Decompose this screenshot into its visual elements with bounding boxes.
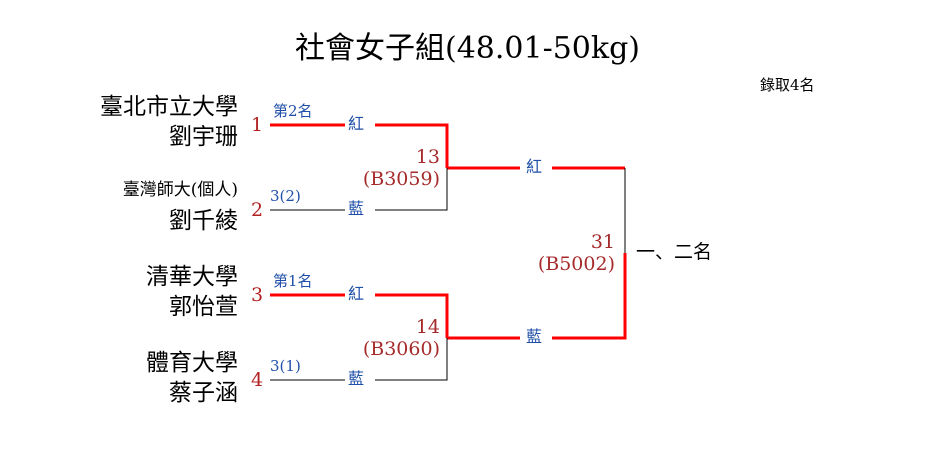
red-corner-label: 紅 bbox=[526, 157, 543, 176]
team-name: 體育大學 bbox=[146, 350, 238, 376]
line-seed1 bbox=[270, 123, 449, 168]
match-code: (B5002) bbox=[537, 253, 615, 275]
match-number: 14 bbox=[415, 316, 440, 338]
placement-note: 3(1) bbox=[270, 357, 301, 375]
athlete-name: 劉千綾 bbox=[169, 208, 238, 234]
page-title: 社會女子組(48.01-50kg) bbox=[295, 31, 640, 66]
placement-note: 3(2) bbox=[270, 187, 301, 205]
line-seed3 bbox=[270, 293, 449, 338]
seed-number: 4 bbox=[251, 369, 264, 391]
match-number: 31 bbox=[590, 231, 615, 253]
quota-label: 錄取4名 bbox=[760, 76, 815, 94]
blue-corner-label: 藍 bbox=[348, 369, 365, 388]
final-placement-label: 一、二名 bbox=[636, 241, 713, 263]
line-seed4 bbox=[270, 338, 448, 381]
team-name: 臺北市立大學 bbox=[100, 94, 238, 120]
placement-note: 第1名 bbox=[273, 272, 313, 290]
match-number: 13 bbox=[415, 146, 440, 168]
red-corner-label: 紅 bbox=[348, 284, 365, 303]
line-match14-win bbox=[447, 253, 627, 340]
athlete-name: 蔡子涵 bbox=[169, 380, 238, 406]
placement-note: 第2名 bbox=[273, 102, 313, 120]
team-name: 清華大學 bbox=[146, 264, 238, 290]
seed-number: 1 bbox=[251, 114, 264, 136]
athlete-name: 劉宇珊 bbox=[169, 124, 238, 150]
red-corner-label: 紅 bbox=[348, 114, 365, 133]
seed-number: 2 bbox=[251, 199, 264, 221]
blue-corner-label: 藍 bbox=[348, 199, 365, 218]
blue-corner-label: 藍 bbox=[526, 327, 543, 346]
line-seed2 bbox=[270, 168, 448, 211]
match-code: (B3059) bbox=[362, 168, 440, 190]
athlete-name: 郭怡萱 bbox=[169, 294, 238, 320]
match-code: (B3060) bbox=[362, 338, 440, 360]
team-name: 臺灣師大(個人) bbox=[122, 180, 238, 200]
seed-number: 3 bbox=[251, 284, 264, 306]
